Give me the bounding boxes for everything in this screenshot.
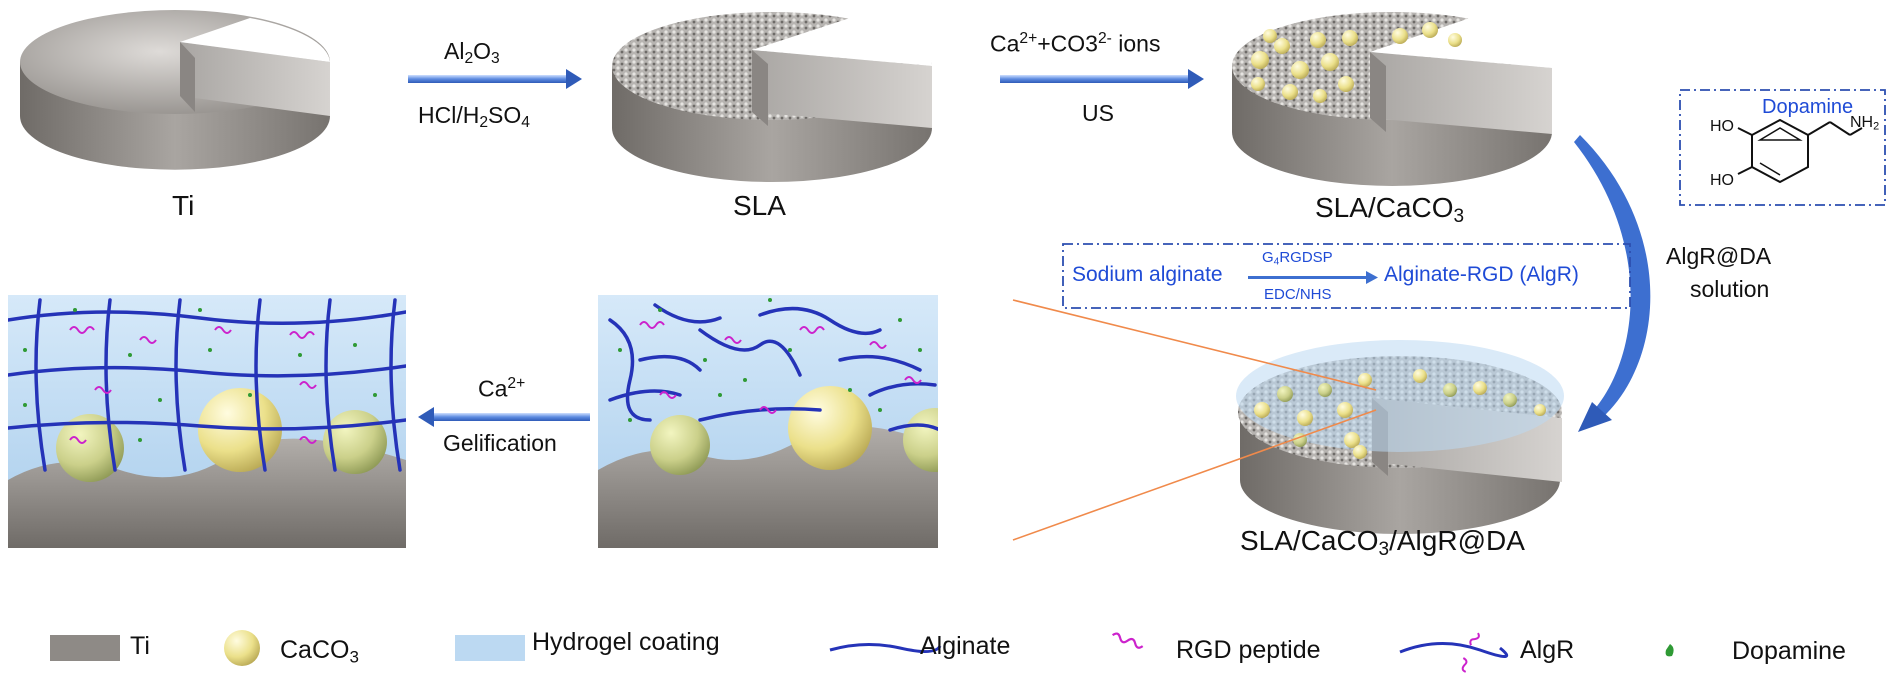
legend-ti-swatch: [50, 635, 120, 661]
reaction-top-label: G4RGDSP: [1262, 249, 1333, 268]
legend-algr-swatch: [1399, 632, 1509, 673]
dopamine-title: Dopamine: [1762, 96, 1854, 118]
zoom-connector-top: [1012, 299, 1377, 391]
legend-hydrogel-swatch: [455, 635, 525, 661]
reaction-box: [1062, 243, 1631, 309]
arrow-4-shaft: [418, 407, 590, 427]
legend-rgd-swatch: [1111, 632, 1144, 649]
dopamine-ho-2: HO: [1710, 172, 1734, 189]
reaction-left-label: Sodium alginate: [1072, 263, 1223, 286]
sla-disc: [612, 12, 933, 182]
arrow-1-bottom-label: HCl/H2SO4: [418, 102, 530, 131]
arrow-1-shaft: [408, 69, 582, 89]
label-sla-caco3: SLA/CaCO3: [1315, 192, 1465, 227]
arrow-4-top-label: Ca2+: [478, 375, 526, 402]
reaction-right-label: Alginate-RGD (AlgR): [1384, 263, 1579, 286]
reaction-bottom-label: EDC/NHS: [1264, 286, 1332, 303]
legend-alginate-swatch: [829, 642, 942, 653]
sla-caco3-disc: [1232, 12, 1553, 186]
legend-caco3-swatch: [224, 630, 260, 666]
final-disc: [1236, 340, 1564, 534]
dopamine-nh2: NH2: [1850, 114, 1880, 133]
legend-swatches: [50, 630, 1674, 673]
dopamine-box: [1679, 89, 1886, 206]
legend-dopamine-swatch: [1665, 644, 1674, 657]
arrow-1-top-label: Al2O3: [444, 38, 500, 67]
legend-label-alginate: Alginate: [920, 632, 1011, 660]
ti-disc: [20, 10, 330, 170]
arrow-3-label-line1: AlgR@DA: [1666, 243, 1772, 269]
legend-label-hydrogel: Hydrogel coating: [532, 628, 720, 656]
label-sla: SLA: [733, 190, 786, 221]
zoom-connector-bottom: [1012, 409, 1377, 541]
dopamine-ho-1: HO: [1710, 118, 1734, 135]
zoom-panel-after: [8, 295, 406, 548]
arrow-3-label-line2: solution: [1690, 276, 1770, 302]
legend-label-caco3: CaCO3: [280, 636, 359, 667]
zoom-panel-before: [598, 295, 938, 548]
arrow-2-top-label: Ca2++CO32- ions: [990, 30, 1161, 57]
legend-label-dopamine: Dopamine: [1732, 637, 1846, 665]
legend-label-rgd: RGD peptide: [1176, 636, 1321, 664]
label-final: SLA/CaCO3/AlgR@DA: [1240, 525, 1525, 560]
arrow-2-shaft: [1000, 69, 1204, 89]
arrow-2-bottom-label: US: [1082, 100, 1114, 126]
label-ti: Ti: [172, 190, 195, 221]
legend-label-algr: AlgR: [1520, 636, 1575, 664]
legend-label-ti: Ti: [130, 632, 150, 660]
arrow-4-bottom-label: Gelification: [443, 430, 557, 456]
curved-arrow: [1574, 135, 1651, 432]
